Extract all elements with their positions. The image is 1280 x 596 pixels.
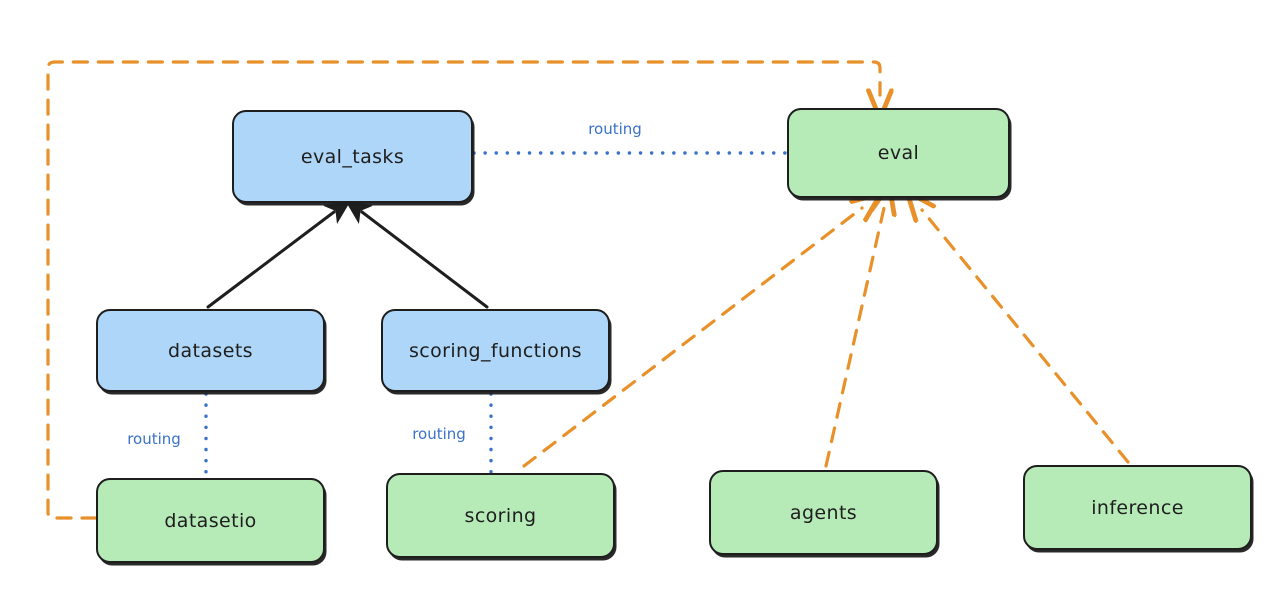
edge-datasets-to-eval_tasks	[206, 198, 353, 309]
node-eval[interactable]: eval	[787, 108, 1010, 198]
edge-agents-to-eval	[824, 208, 884, 468]
node-agents[interactable]: agents	[709, 470, 938, 555]
edge-scoring_functions-to-eval_tasks	[343, 198, 489, 309]
node-label: scoring_functions	[409, 339, 582, 362]
edge-label-routing-eval-tasks: routing	[588, 120, 642, 138]
node-label: eval_tasks	[300, 145, 405, 168]
node-scoring[interactable]: scoring	[386, 473, 615, 558]
node-eval_tasks[interactable]: eval_tasks	[232, 110, 473, 203]
edge-scoring-to-eval	[522, 208, 862, 468]
node-inference[interactable]: inference	[1023, 465, 1252, 550]
edge-datasetio-to-eval	[46, 60, 880, 520]
node-label: eval	[877, 142, 920, 164]
edge-inference-to-eval	[922, 210, 1130, 464]
node-label: inference	[1091, 496, 1184, 519]
node-label: datasets	[168, 339, 253, 362]
node-label: scoring	[464, 504, 537, 527]
node-scoring_functions[interactable]: scoring_functions	[381, 309, 610, 392]
edge-label-routing-datasets: routing	[127, 430, 181, 448]
node-datasets[interactable]: datasets	[96, 309, 325, 392]
edge-label-routing-scoring-functions: routing	[412, 425, 466, 443]
node-label: datasetio	[164, 509, 257, 532]
node-datasetio[interactable]: datasetio	[96, 478, 325, 563]
node-label: agents	[789, 501, 858, 524]
